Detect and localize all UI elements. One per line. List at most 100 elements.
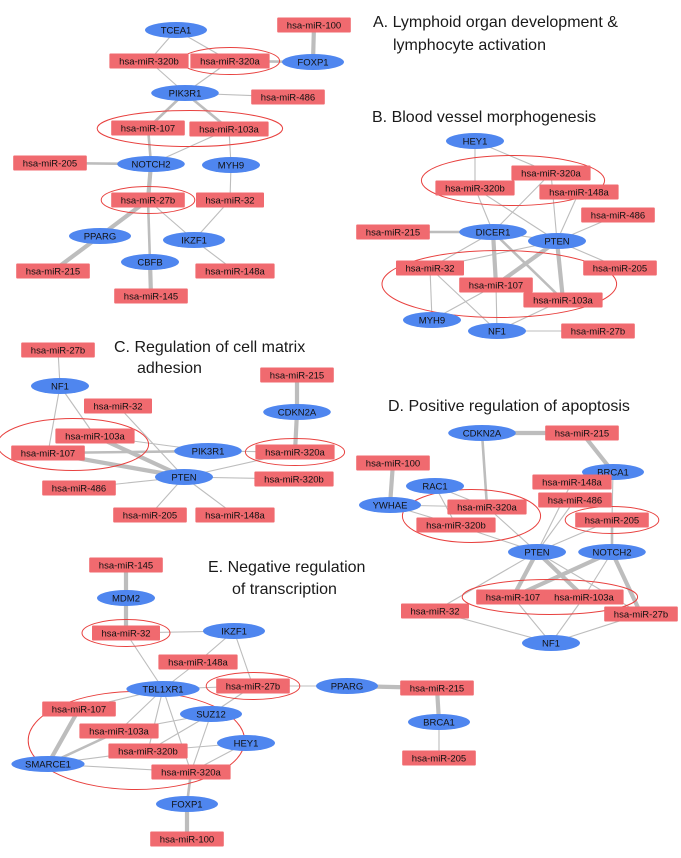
mirna-node-hsa-mir-148a: hsa-miR-148a xyxy=(195,507,275,523)
node-label: SMARCE1 xyxy=(25,759,71,770)
highlight-ring-c-1 xyxy=(244,438,346,466)
edge-e-15 xyxy=(147,688,164,752)
node-label: PTEN xyxy=(524,547,549,558)
gene-node-notch2: NOTCH2 xyxy=(117,156,185,172)
mirna-node-hsa-mir-320a: hsa-miR-320a xyxy=(255,444,335,460)
gene-node-tcea1: TCEA1 xyxy=(145,22,207,38)
gene-node-notch2: NOTCH2 xyxy=(578,544,646,560)
node-label: hsa-miR-32 xyxy=(205,195,254,206)
mirna-node-hsa-mir-27b: hsa-miR-27b xyxy=(216,678,290,694)
mirna-node-hsa-mir-100: hsa-miR-100 xyxy=(277,17,351,33)
gene-node-pten: PTEN xyxy=(508,544,566,560)
node-label: hsa-miR-148a xyxy=(542,477,602,488)
mirna-node-hsa-mir-148a: hsa-miR-148a xyxy=(195,263,275,279)
mirna-node-hsa-mir-320a: hsa-miR-320a xyxy=(447,499,527,515)
gene-node-foxp1: FOXP1 xyxy=(282,54,344,70)
node-label: YWHAE xyxy=(373,500,408,511)
gene-node-pten: PTEN xyxy=(528,233,586,249)
mirna-node-hsa-mir-32: hsa-miR-32 xyxy=(196,192,264,208)
mirna-node-hsa-mir-486: hsa-miR-486 xyxy=(581,207,655,223)
node-label: hsa-miR-215 xyxy=(410,683,464,694)
mirna-node-hsa-mir-107: hsa-miR-107 xyxy=(111,120,185,136)
mirna-node-hsa-mir-215: hsa-miR-215 xyxy=(545,425,619,441)
node-label: hsa-miR-205 xyxy=(123,510,177,521)
node-label: TCEA1 xyxy=(161,25,192,36)
gene-node-pparg: PPARG xyxy=(69,228,131,244)
gene-node-cdkn2a: CDKN2A xyxy=(448,425,516,441)
mirna-node-hsa-mir-103a: hsa-miR-103a xyxy=(523,292,603,308)
node-label: FOXP1 xyxy=(171,799,202,810)
node-label: CDKN2A xyxy=(278,407,317,418)
gene-node-ywhae: YWHAE xyxy=(359,497,421,513)
node-label: hsa-miR-107 xyxy=(21,448,75,459)
panel-a-title-line-2: lymphocyte activation xyxy=(393,37,546,54)
edge-d-15 xyxy=(434,551,538,612)
mirna-node-hsa-mir-27b: hsa-miR-27b xyxy=(21,342,95,358)
mirna-node-hsa-mir-320a: hsa-miR-320a xyxy=(151,764,231,780)
node-label: hsa-miR-103a xyxy=(533,295,593,306)
mirna-node-hsa-mir-27b: hsa-miR-27b xyxy=(604,606,678,622)
mirna-node-hsa-mir-107: hsa-miR-107 xyxy=(476,589,550,605)
edge-d-11 xyxy=(536,499,576,553)
node-label: hsa-miR-320a xyxy=(521,168,581,179)
node-label: hsa-miR-148a xyxy=(205,266,265,277)
mirna-node-hsa-mir-486: hsa-miR-486 xyxy=(538,492,612,508)
node-label: RAC1 xyxy=(422,481,447,492)
gene-node-nf1: NF1 xyxy=(468,323,526,339)
gene-node-suz12: SUZ12 xyxy=(180,706,242,722)
gene-node-mdm2: MDM2 xyxy=(97,590,155,606)
node-label: hsa-miR-103a xyxy=(199,124,259,135)
node-label: hsa-miR-100 xyxy=(160,834,214,845)
mirna-node-hsa-mir-215: hsa-miR-215 xyxy=(356,224,430,240)
mirna-node-hsa-mir-215: hsa-miR-215 xyxy=(260,367,334,383)
node-label: hsa-miR-103a xyxy=(554,592,614,603)
mirna-node-hsa-mir-205: hsa-miR-205 xyxy=(583,260,657,276)
node-label: hsa-miR-107 xyxy=(486,592,540,603)
highlight-ring-e-0 xyxy=(81,619,171,647)
node-label: hsa-miR-215 xyxy=(366,227,420,238)
node-label: DICER1 xyxy=(476,227,511,238)
mirna-node-hsa-mir-107: hsa-miR-107 xyxy=(459,277,533,293)
edge-c-3 xyxy=(59,385,96,437)
mirna-node-hsa-mir-32: hsa-miR-32 xyxy=(84,398,152,414)
edge-b-15 xyxy=(554,238,566,303)
panel-b-title-line-1: B. Blood vessel morphogenesis xyxy=(372,109,596,126)
mirna-node-hsa-mir-27b: hsa-miR-27b xyxy=(111,192,185,208)
mirna-node-hsa-mir-320b: hsa-miR-320b xyxy=(416,517,496,533)
panel-b-halos xyxy=(381,155,618,318)
node-label: hsa-miR-32 xyxy=(101,628,150,639)
node-label: hsa-miR-320b xyxy=(445,183,505,194)
node-label: hsa-miR-145 xyxy=(124,291,178,302)
mirna-node-hsa-mir-103a: hsa-miR-103a xyxy=(544,589,624,605)
node-label: NOTCH2 xyxy=(131,159,170,170)
mirna-node-hsa-mir-215: hsa-miR-215 xyxy=(16,263,90,279)
node-label: MYH9 xyxy=(218,160,244,171)
node-label: hsa-miR-27b xyxy=(226,681,280,692)
node-label: hsa-miR-205 xyxy=(23,158,77,169)
node-label: hsa-miR-148a xyxy=(549,187,609,198)
node-label: hsa-miR-320a xyxy=(200,56,260,67)
node-label: NOTCH2 xyxy=(592,547,631,558)
panel-c-nodes: hsa-miR-27bhsa-miR-215NF1CDKN2Ahsa-miR-3… xyxy=(11,342,335,523)
mirna-node-hsa-mir-320b: hsa-miR-320b xyxy=(435,180,515,196)
panel-c-title-line-2: adhesion xyxy=(137,360,202,377)
mirna-node-hsa-mir-486: hsa-miR-486 xyxy=(251,89,325,105)
highlight-ring-d-0 xyxy=(401,489,542,543)
edge-d-21 xyxy=(609,549,644,617)
node-label: PPARG xyxy=(331,681,364,692)
node-label: PTEN xyxy=(171,472,196,483)
node-label: hsa-miR-148a xyxy=(168,657,228,668)
gene-node-nf1: NF1 xyxy=(522,635,580,651)
edge-e-5 xyxy=(233,630,254,687)
node-label: HEY1 xyxy=(234,738,259,749)
mirna-node-hsa-mir-320a: hsa-miR-320a xyxy=(511,165,591,181)
mirna-node-hsa-mir-148a: hsa-miR-148a xyxy=(532,474,612,490)
mirna-node-hsa-mir-145: hsa-miR-145 xyxy=(89,557,163,573)
mirna-node-hsa-mir-100: hsa-miR-100 xyxy=(356,455,430,471)
node-label: hsa-miR-205 xyxy=(412,753,466,764)
node-label: hsa-miR-320a xyxy=(265,447,325,458)
panel-c-title-line-1: C. Regulation of cell matrix xyxy=(114,339,305,356)
mirna-node-hsa-mir-107: hsa-miR-107 xyxy=(42,701,116,717)
